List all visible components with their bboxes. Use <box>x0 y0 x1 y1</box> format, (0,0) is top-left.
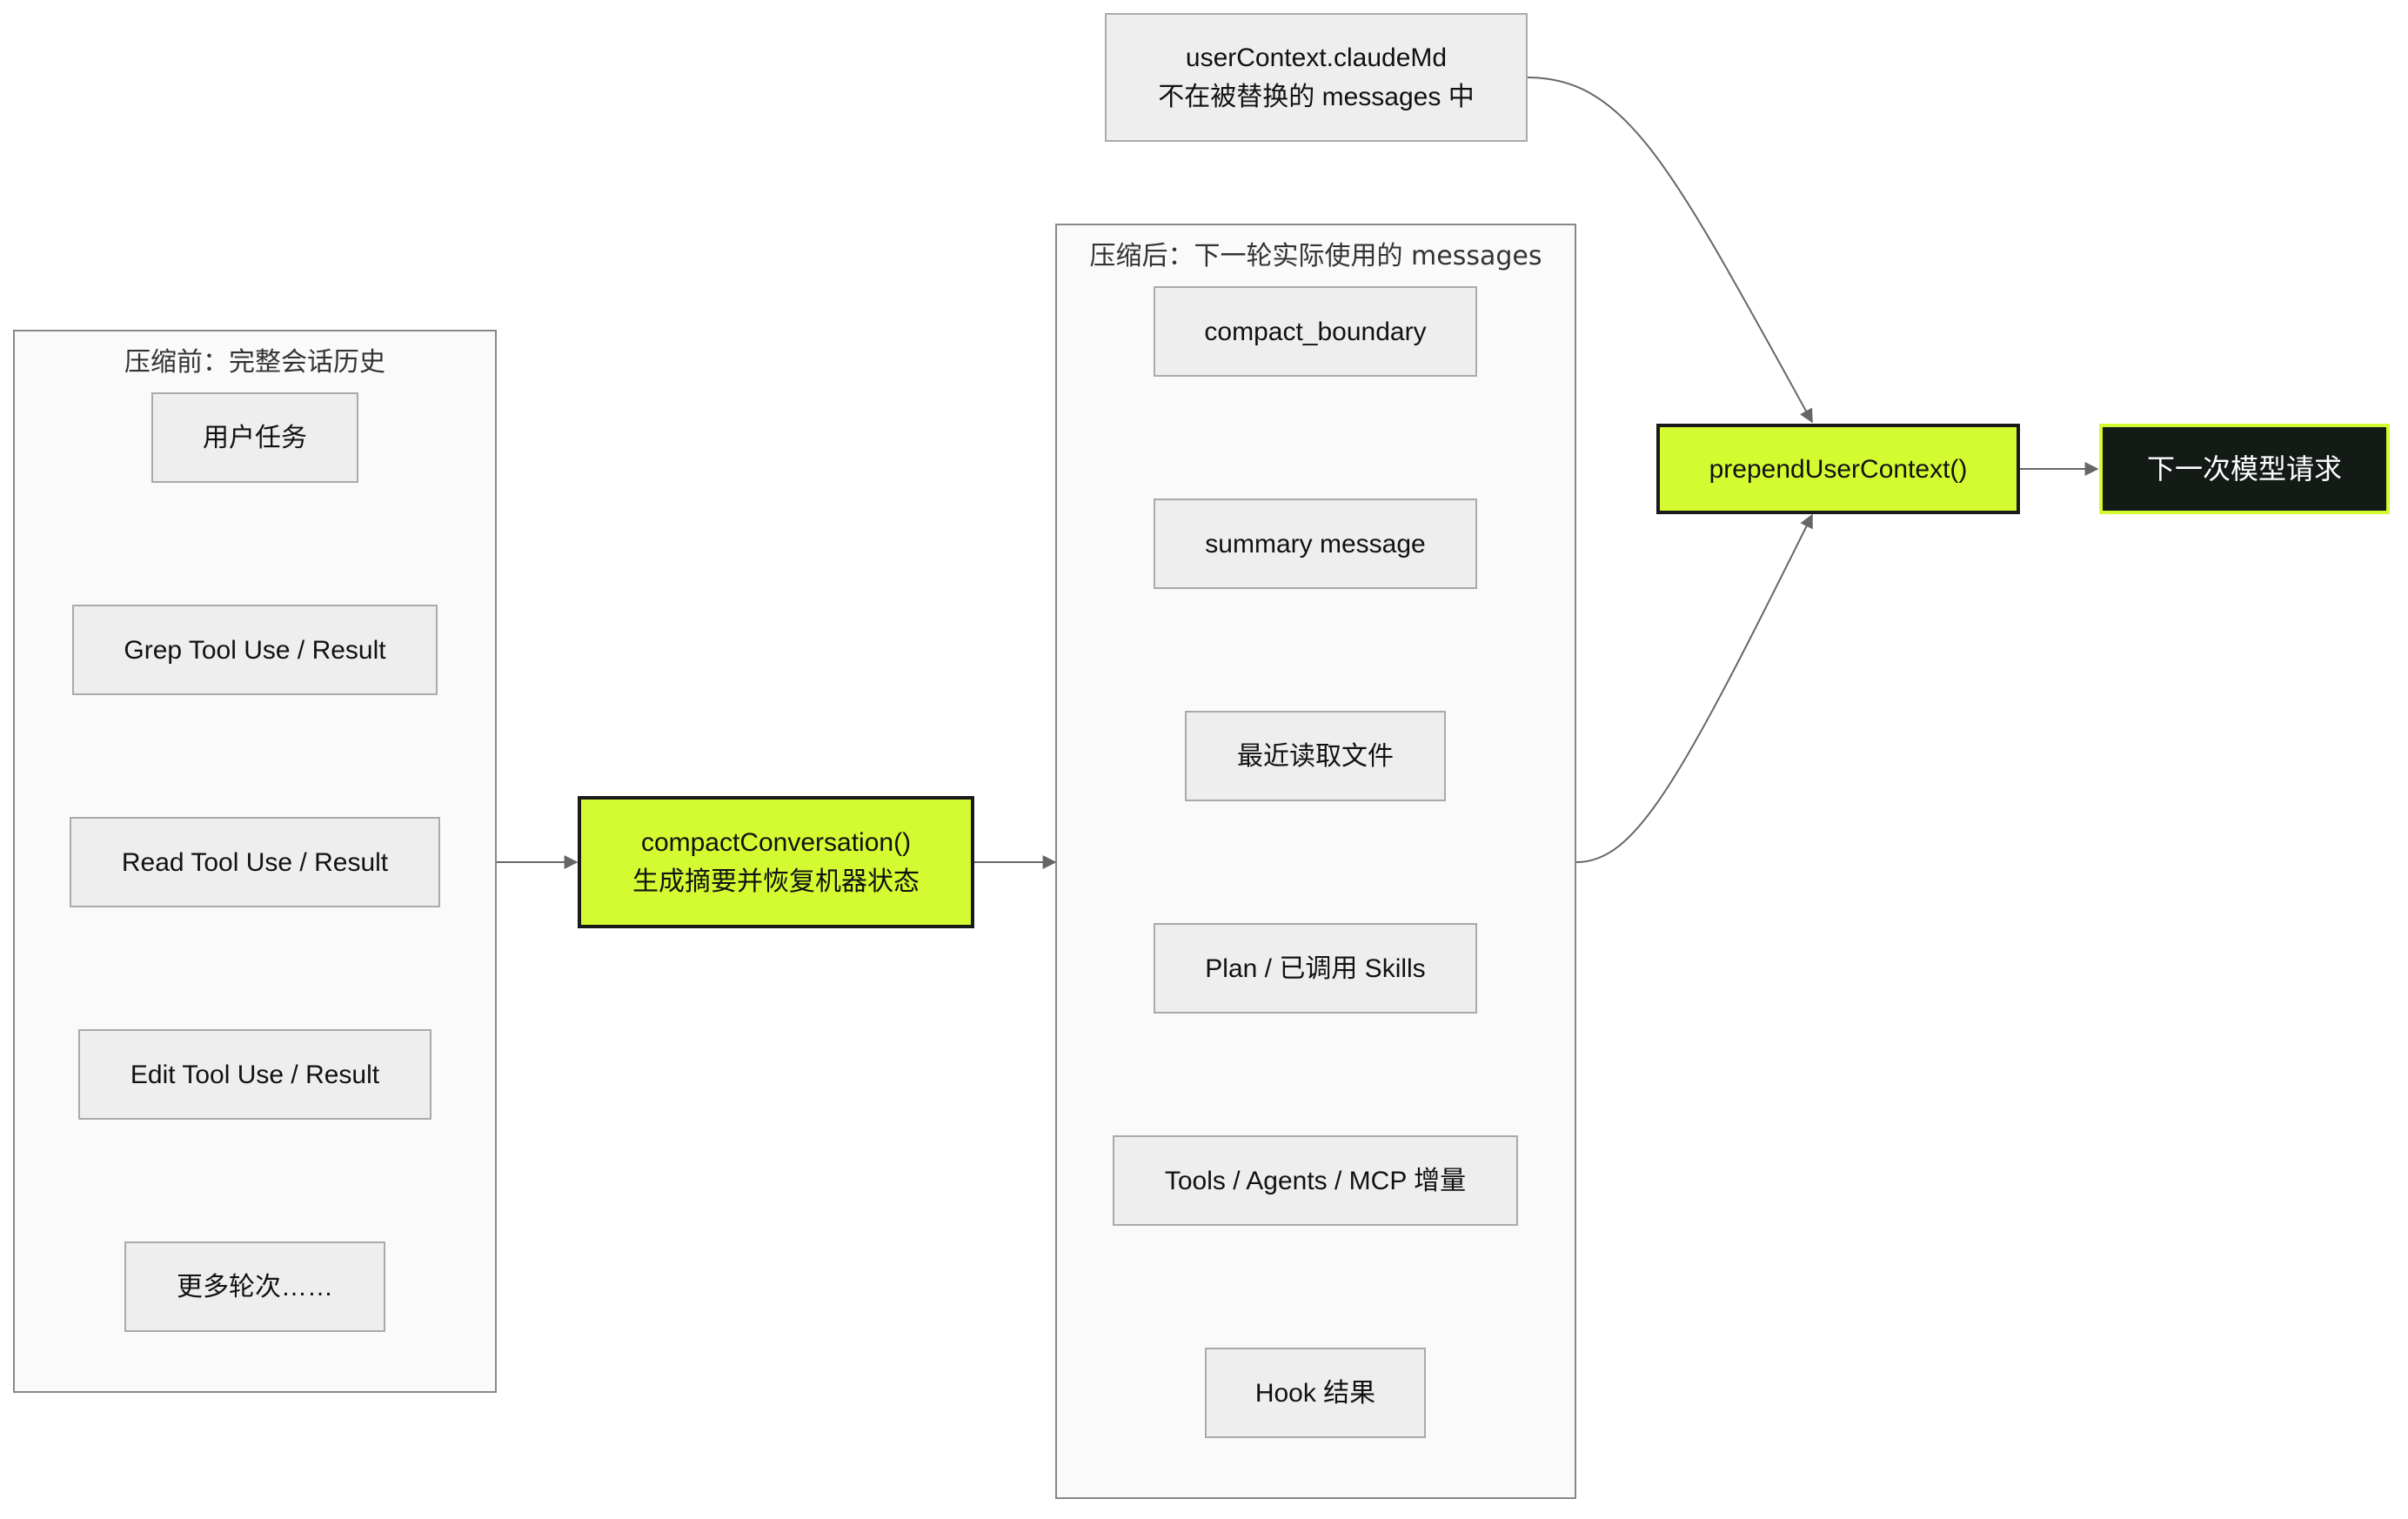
node-tools-agents-mcp: Tools / Agents / MCP 增量 <box>1113 1135 1518 1226</box>
node-grep-tool: Grep Tool Use / Result <box>72 605 438 695</box>
node-prepend-user-context: prependUserContext() <box>1656 424 2020 514</box>
node-compact-conversation: compactConversation() 生成摘要并恢复机器状态 <box>578 796 974 928</box>
node-plan-skills: Plan / 已调用 Skills <box>1154 923 1477 1014</box>
node-user-context: userContext.claudeMd 不在被替换的 messages 中 <box>1105 13 1528 142</box>
node-summary-message: summary message <box>1154 499 1477 589</box>
group-after-compaction: 压缩后：下一轮实际使用的 messages <box>1055 224 1576 1499</box>
node-hook-result: Hook 结果 <box>1205 1348 1426 1438</box>
node-edit-tool: Edit Tool Use / Result <box>78 1029 431 1120</box>
node-more-turns: 更多轮次…… <box>124 1241 385 1332</box>
edge-after-to-prepend <box>1575 513 1813 863</box>
node-next-model-request: 下一次模型请求 <box>2099 424 2390 514</box>
node-recent-files: 最近读取文件 <box>1185 711 1446 801</box>
node-compact-boundary: compact_boundary <box>1154 286 1477 377</box>
node-user-task: 用户任务 <box>151 392 358 483</box>
edge-usercontext-to-prepend <box>1526 77 1813 424</box>
group-before-title: 压缩前：完整会话历史 <box>124 347 385 378</box>
group-after-title: 压缩后：下一轮实际使用的 messages <box>1089 241 1542 271</box>
node-read-tool: Read Tool Use / Result <box>70 817 440 907</box>
